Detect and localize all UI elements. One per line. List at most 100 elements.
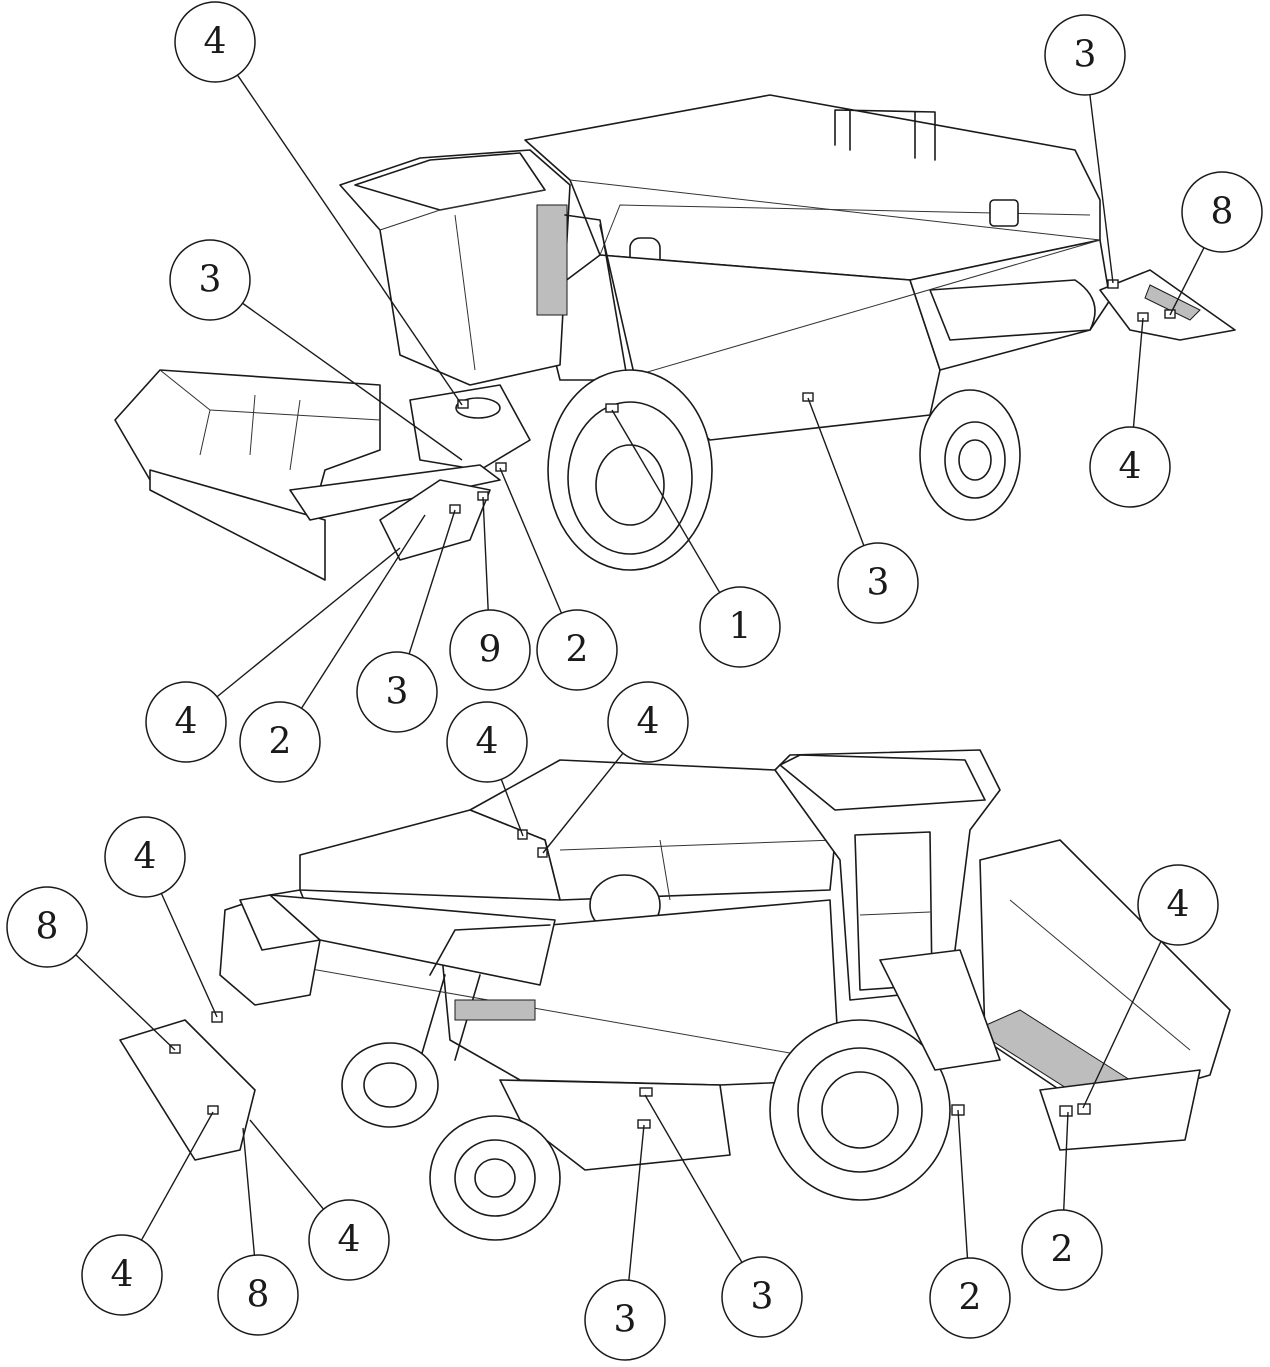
decal-marker [639,1087,653,1097]
callout-b10: 3 [584,1124,666,1361]
callout-t1: 4 [174,1,463,406]
callout-b5: 4 [1082,864,1219,1109]
callout-t3: 3 [1044,14,1126,284]
feeder-house [879,949,1001,1071]
callout-leader-line [1063,1111,1069,1211]
callout-t8: 2 [499,467,618,691]
tank-handrail [834,109,936,161]
callout-t5: 4 [1089,317,1171,508]
callout-number: 2 [1051,1230,1074,1271]
callout-circle [1137,864,1219,946]
callout-number: 3 [751,1277,774,1318]
unloading-auger [299,809,561,901]
callout-circle [104,816,186,898]
callout-t6: 3 [807,397,919,624]
callout-circle [1089,426,1171,508]
callout-b8: 4 [249,1119,390,1281]
callout-circle [217,1254,299,1336]
platform-grating [454,999,536,1021]
callout-number: 2 [566,630,589,671]
callout-t11: 2 [239,514,426,783]
callout-leader-line [236,74,463,406]
callout-circle [174,1,256,83]
callout-number: 2 [269,722,292,763]
callout-circle [607,681,689,763]
callout-t2: 3 [169,239,463,461]
callout-number: 3 [1074,35,1097,76]
cab-roof [779,754,986,811]
feeder-house [409,384,531,471]
callout-number: 4 [637,702,660,743]
callout-circle [1021,1209,1103,1291]
callout-b7: 8 [217,1127,299,1336]
callout-circle [721,1256,803,1338]
callout-leader-line [1089,94,1114,284]
callout-leader-line [242,1127,256,1256]
callout-number: 4 [476,722,499,763]
callout-t4: 8 [1169,171,1263,316]
callout-number: 4 [204,22,227,63]
callout-number: 3 [386,672,409,713]
header-cross-auger [289,464,501,521]
callout-leader-line [216,547,401,698]
callout-number: 4 [1167,885,1190,926]
callout-number: 8 [1211,192,1234,233]
callout-leader-line [1169,247,1205,316]
callout-number: 3 [867,563,890,604]
callout-leader-line [1082,940,1162,1109]
callout-leader-line [300,514,426,709]
callout-b12: 2 [1021,1111,1103,1291]
callout-number: 1 [729,607,752,648]
callout-number: 2 [959,1278,982,1319]
callout-leader-line [242,302,463,461]
callout-number: 8 [247,1275,270,1316]
callout-leader-line [500,779,524,837]
callout-b11: 2 [929,1109,1011,1339]
callout-b2: 4 [542,681,689,854]
decal-marker [1077,1103,1091,1115]
rear-straw-spreader [119,1019,256,1161]
callout-leader-line [408,509,456,655]
callout-t10: 3 [356,509,456,733]
callout-circle [584,1279,666,1361]
callout-leader-line [160,893,218,1018]
callout-circle [1181,171,1263,253]
callout-leader-line [807,397,865,546]
callout-circle [446,701,528,783]
callout-leader-line [75,954,176,1051]
callout-circle [929,1257,1011,1339]
callout-leader-line [644,1094,743,1263]
callout-b9: 3 [644,1094,803,1338]
callout-number: 4 [338,1220,361,1261]
callout-leader-line [628,1124,645,1281]
callout-b3: 4 [104,816,218,1018]
callout-circle [81,1234,163,1316]
cab-roof [354,152,546,211]
callout-t7: 1 [611,409,781,668]
callout-leader-line [249,1119,325,1210]
callout-number: 3 [614,1300,637,1341]
callout-number: 4 [134,837,157,878]
callout-leader-line [482,496,489,611]
lower-panel [499,1079,731,1171]
callout-leader-line [611,409,721,593]
callout-circle [145,681,227,763]
tank-lamp [989,199,1019,227]
decal-marker [605,403,619,413]
callout-number: 9 [479,630,502,671]
callout-circle [699,586,781,668]
grain-tank [524,94,1101,281]
callout-circle [169,239,251,321]
decal-marker [169,1044,181,1054]
callout-number: 8 [36,907,59,948]
decal-marker [207,1105,219,1115]
callout-circle [1044,14,1126,96]
callout-leader-line [957,1109,969,1259]
callout-circle [356,651,438,733]
callout-number: 4 [111,1255,134,1296]
top-combine-illustration [114,94,1236,581]
callout-number: 3 [199,260,222,301]
